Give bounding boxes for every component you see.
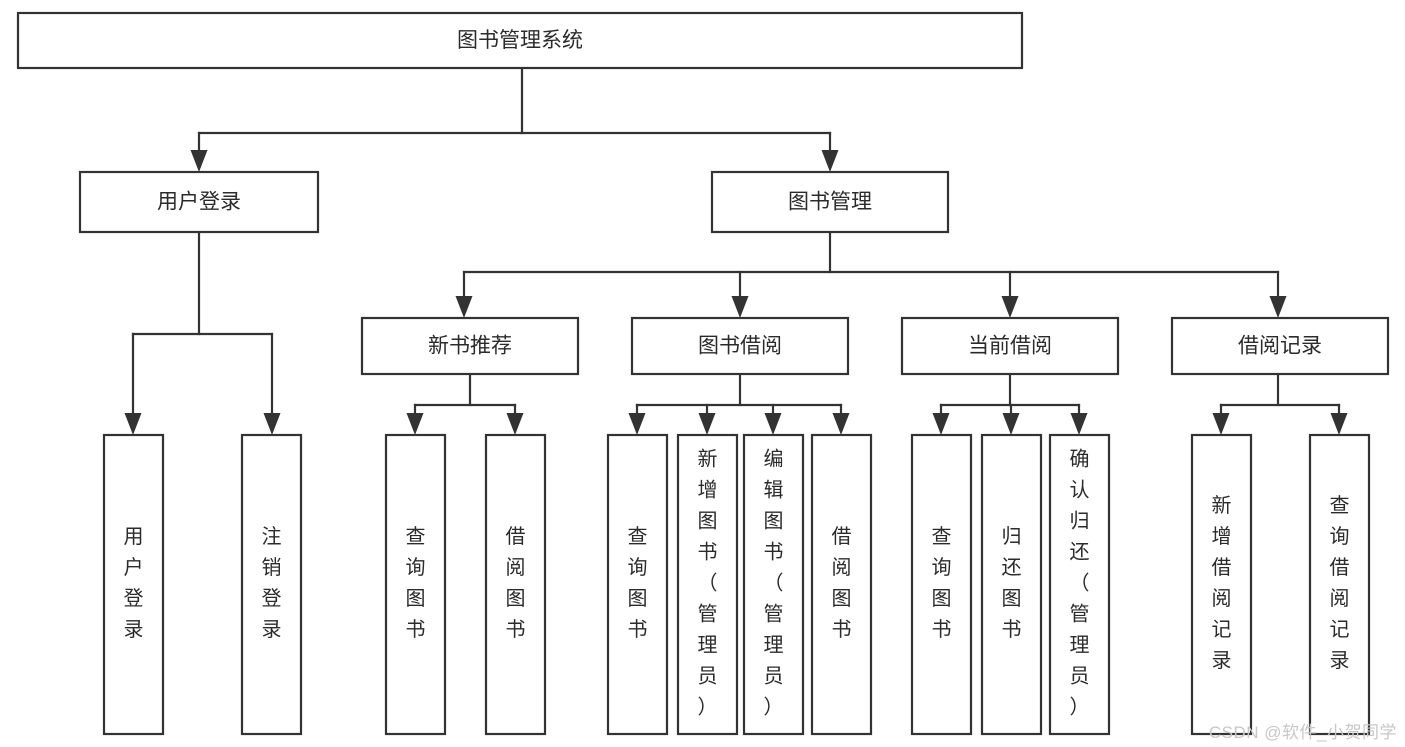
node-box[interactable] [240,433,303,736]
node-label: 查询图书 [628,525,648,641]
node-box[interactable] [1308,433,1371,736]
arrow-head-icon [1002,413,1020,435]
node-label: 借阅记录 [1238,335,1322,358]
node-label: 确认归还（管理员） [1070,448,1090,719]
node-borrow-record[interactable]: 借阅记录 [1170,316,1390,376]
node-label: 注销登录 [262,525,282,641]
node-leaf-borrow-book-2[interactable]: 借阅图书 [810,433,873,736]
arrow-head-icon [932,413,950,435]
node-box[interactable] [78,170,320,234]
node-label: 借阅图书 [506,525,526,641]
connector-group-borrow-record [1212,372,1348,435]
node-label: 新增图书（管理员） [698,448,718,719]
node-box[interactable] [16,11,1024,70]
arrow-head-icon [821,150,839,172]
arrow-head-icon [1330,413,1348,435]
connector-layer [124,66,1348,435]
node-leaf-user-login[interactable]: 用户登录 [102,433,165,736]
node-label: 图书管理 [788,191,872,214]
node-leaf-query-book-3[interactable]: 查询图书 [910,433,973,736]
arrow-head-icon [1212,413,1230,435]
node-box[interactable] [1048,433,1111,736]
arrow-head-icon [124,413,142,435]
arrow-head-icon [698,413,716,435]
connector-group-book-borrow [628,372,850,435]
node-leaf-add-record[interactable]: 新增借阅记录 [1190,433,1253,736]
node-label: 新书推荐 [428,335,512,358]
node-label: 编辑图书（管理员） [764,448,784,719]
node-box[interactable] [384,433,447,736]
node-layer: 图书管理系统用户登录图书管理新书推荐图书借阅当前借阅借阅记录用户登录注销登录查询… [16,11,1390,736]
node-box[interactable] [980,433,1043,736]
node-label: 归还图书 [1002,525,1022,641]
node-label: 新增借阅记录 [1212,494,1232,672]
node-leaf-borrow-book-1[interactable]: 借阅图书 [484,433,547,736]
arrow-head-icon [455,296,473,318]
connector-group-current-borrow [932,372,1088,435]
node-box[interactable] [676,433,739,736]
node-box[interactable] [102,433,165,736]
connector-group-root [190,66,839,172]
arrow-head-icon [406,413,424,435]
node-label: 查询图书 [406,525,426,641]
node-current-borrow[interactable]: 当前借阅 [900,316,1120,376]
node-label: 查询借阅记录 [1330,494,1350,672]
arrow-head-icon [1269,296,1287,318]
arrow-head-icon [628,413,646,435]
node-leaf-query-book-2[interactable]: 查询图书 [606,433,669,736]
arrow-head-icon [506,413,524,435]
arrow-head-icon [832,413,850,435]
node-leaf-confirm-return[interactable]: 确认归还（管理员） [1048,433,1111,736]
node-leaf-logout[interactable]: 注销登录 [240,433,303,736]
arrow-head-icon [1070,413,1088,435]
node-leaf-query-record[interactable]: 查询借阅记录 [1308,433,1371,736]
node-leaf-edit-book[interactable]: 编辑图书（管理员） [742,433,805,736]
node-label: 用户登录 [157,191,241,214]
node-label: 查询图书 [932,525,952,641]
node-box[interactable] [910,433,973,736]
connector-group-user-login [124,230,281,435]
node-user-login[interactable]: 用户登录 [78,170,320,234]
arrow-head-icon [263,413,281,435]
node-box[interactable] [1170,316,1390,376]
node-box[interactable] [1190,433,1253,736]
node-leaf-query-book-1[interactable]: 查询图书 [384,433,447,736]
node-label: 借阅图书 [832,525,852,641]
node-leaf-add-book[interactable]: 新增图书（管理员） [676,433,739,736]
node-new-book-rec[interactable]: 新书推荐 [360,316,580,376]
arrow-head-icon [764,413,782,435]
node-book-borrow[interactable]: 图书借阅 [630,316,850,376]
node-leaf-return-book[interactable]: 归还图书 [980,433,1043,736]
node-box[interactable] [484,433,547,736]
node-label: 用户登录 [124,526,144,641]
connector-group-new-book-rec [406,372,524,435]
node-box[interactable] [630,316,850,376]
node-box[interactable] [900,316,1120,376]
node-box[interactable] [710,170,950,234]
node-label: 当前借阅 [968,335,1052,358]
node-label: 图书管理系统 [457,29,583,52]
node-box[interactable] [742,433,805,736]
node-box[interactable] [810,433,873,736]
connector-group-book-manage [455,230,1287,318]
node-label: 图书借阅 [698,335,782,358]
arrow-head-icon [1001,296,1019,318]
node-box[interactable] [360,316,580,376]
node-root[interactable]: 图书管理系统 [16,11,1024,70]
arrow-head-icon [190,150,208,172]
arrow-head-icon [731,296,749,318]
node-book-manage[interactable]: 图书管理 [710,170,950,234]
csdn-watermark: CSDN @软件_小贺同学 [1208,723,1397,742]
node-box[interactable] [606,433,669,736]
